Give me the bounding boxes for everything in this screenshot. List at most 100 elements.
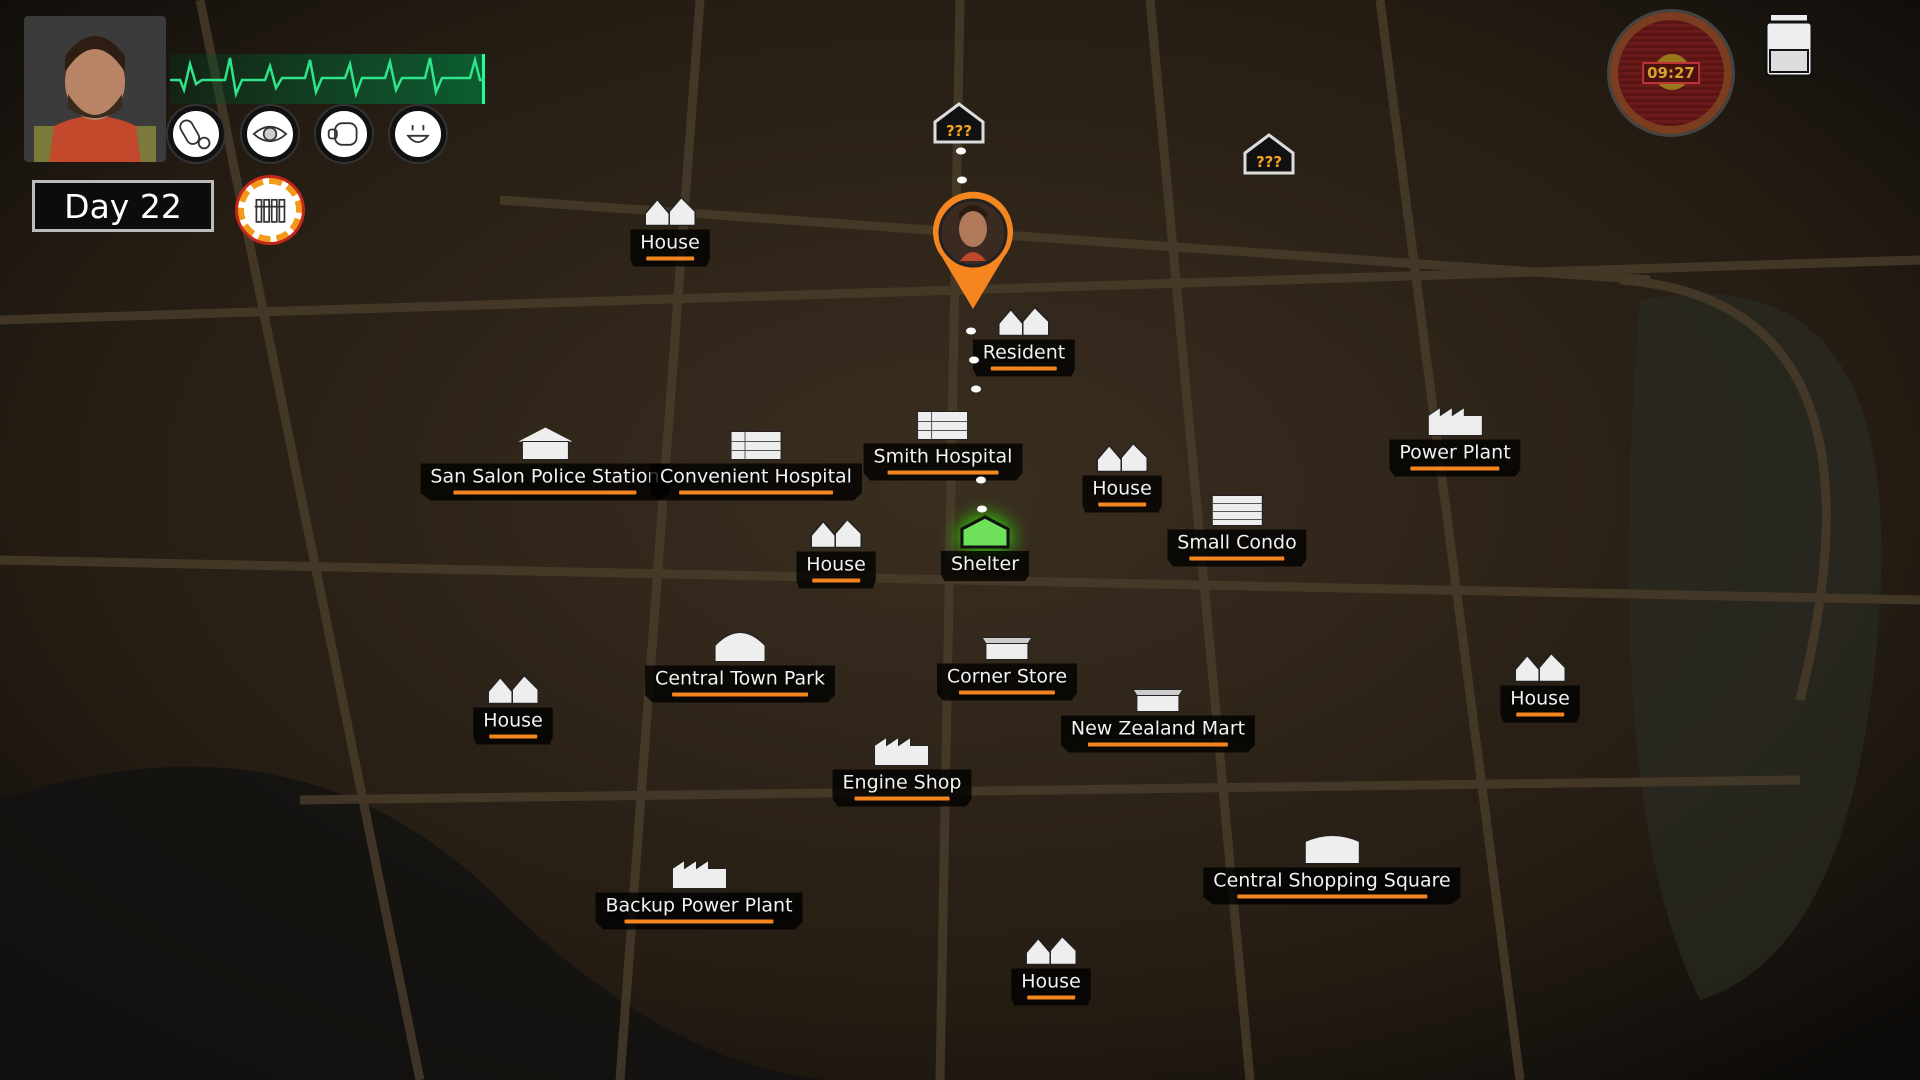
- location-label-plate: House: [473, 707, 553, 745]
- time-clock[interactable]: 09:27: [1610, 12, 1732, 134]
- map-location-small-condo[interactable]: Small Condo: [1167, 490, 1307, 567]
- eye-icon: [252, 125, 288, 143]
- location-label-plate: Corner Store: [936, 663, 1078, 701]
- map-location-central-town-park[interactable]: Central Town Park: [645, 626, 835, 703]
- location-underline: [646, 256, 694, 261]
- backpack-button[interactable]: [1762, 10, 1816, 78]
- store-icon: [981, 637, 1033, 660]
- location-underline: [672, 692, 808, 697]
- player-location-pin[interactable]: [928, 191, 1018, 311]
- map-location-backup-power-plant[interactable]: Backup Power Plant: [595, 853, 803, 930]
- location-label: Engine Shop: [842, 771, 962, 794]
- shelter-icon: [960, 515, 1010, 549]
- backpack-icon: [1764, 13, 1814, 78]
- park-icon: [714, 632, 766, 662]
- location-label: House: [483, 709, 543, 732]
- location-label-plate: House: [796, 551, 876, 589]
- location-underline: [1027, 995, 1075, 1000]
- location-label: House: [1510, 687, 1570, 710]
- path-dot: [966, 327, 976, 335]
- location-label-plate: Convenient Hospital: [650, 463, 862, 501]
- location-label-plate: House: [1500, 685, 1580, 723]
- map-location-new-zealand-mart[interactable]: New Zealand Mart: [1060, 676, 1256, 753]
- location-label: Corner Store: [946, 665, 1068, 688]
- location-underline: [812, 578, 860, 583]
- location-label-plate: Power Plant: [1389, 439, 1521, 477]
- house-icon: [810, 518, 862, 549]
- location-label: Smith Hospital: [873, 445, 1013, 468]
- pill-icon: [179, 119, 211, 150]
- location-underline: [1516, 712, 1564, 717]
- ecg-line: [170, 55, 485, 99]
- map-location-house[interactable]: House: [1082, 436, 1162, 513]
- location-underline: [854, 796, 950, 801]
- location-label: Resident: [982, 341, 1066, 364]
- location-label-plate: New Zealand Mart: [1060, 715, 1256, 753]
- map-location-central-shopping-square[interactable]: Central Shopping Square: [1203, 828, 1461, 905]
- house-icon: [1514, 652, 1566, 683]
- map-location-convenient-hospital[interactable]: Convenient Hospital: [650, 424, 862, 501]
- location-underline: [624, 919, 774, 924]
- hunger-status-button[interactable]: [316, 106, 372, 162]
- map-location-house[interactable]: House: [1500, 646, 1580, 723]
- day-counter: Day 22: [32, 180, 214, 232]
- location-label: San Salon Police Station: [430, 465, 660, 488]
- location-underline: [1410, 466, 1500, 471]
- map-location-house[interactable]: House: [473, 668, 553, 745]
- player-pin-icon: [933, 191, 1013, 309]
- health-status-button[interactable]: [168, 106, 224, 162]
- location-label: Shelter: [950, 553, 1020, 575]
- map-location-resident[interactable]: Resident: [972, 300, 1076, 377]
- house-icon: [1025, 935, 1077, 966]
- factory-icon: [874, 736, 930, 766]
- police-station-icon: [517, 427, 572, 460]
- location-label: House: [1021, 970, 1081, 993]
- location-label-plate: Resident: [972, 339, 1076, 377]
- house-icon: [487, 674, 539, 705]
- unknown-location-marker[interactable]: ???: [931, 100, 987, 144]
- map-location-power-plant[interactable]: Power Plant: [1389, 400, 1521, 477]
- map-location-san-salon-police-station[interactable]: San Salon Police Station: [420, 424, 670, 501]
- location-label: Power Plant: [1399, 441, 1511, 464]
- smile-icon: [406, 125, 430, 143]
- location-label: Central Shopping Square: [1213, 869, 1451, 892]
- map-location-house[interactable]: House: [1011, 929, 1091, 1006]
- map-location-shelter[interactable]: Shelter: [940, 511, 1030, 581]
- skill-button[interactable]: [238, 178, 302, 242]
- location-underline: [958, 690, 1056, 695]
- location-label-plate: Smith Hospital: [863, 443, 1023, 481]
- location-underline: [991, 366, 1057, 371]
- location-label: House: [640, 231, 700, 254]
- path-dot: [976, 476, 986, 484]
- map-location-smith-hospital[interactable]: Smith Hospital: [863, 404, 1023, 481]
- factory-icon: [1427, 406, 1483, 436]
- mall-icon: [1304, 835, 1360, 864]
- unknown-house-icon: ???: [933, 102, 985, 144]
- hospital-icon: [917, 411, 969, 440]
- location-label-plate: Central Town Park: [645, 665, 835, 703]
- location-label-plate: Engine Shop: [832, 769, 972, 807]
- path-dot: [971, 385, 981, 393]
- location-label: Small Condo: [1177, 531, 1297, 554]
- mood-status-button[interactable]: [390, 106, 446, 162]
- map-location-house[interactable]: House: [630, 190, 710, 267]
- character-portrait[interactable]: [24, 16, 166, 162]
- map-location-corner-store[interactable]: Corner Store: [936, 624, 1078, 701]
- sleep-status-button[interactable]: [242, 106, 298, 162]
- unknown-location-marker[interactable]: ???: [1241, 131, 1297, 175]
- clock-time: 09:27: [1642, 62, 1700, 84]
- location-label-plate: Central Shopping Square: [1203, 867, 1461, 905]
- factory-icon: [671, 859, 727, 889]
- location-label: Convenient Hospital: [660, 465, 852, 488]
- map-location-house[interactable]: House: [796, 512, 876, 589]
- location-label: Central Town Park: [655, 667, 825, 690]
- location-underline: [679, 490, 833, 495]
- svg-text:???: ???: [946, 122, 972, 140]
- location-label-plate: Shelter: [940, 551, 1030, 581]
- location-label-plate: Backup Power Plant: [595, 892, 803, 930]
- location-label-plate: Small Condo: [1167, 529, 1307, 567]
- stomach-icon: [327, 122, 358, 146]
- location-label: Backup Power Plant: [605, 894, 793, 917]
- location-label: House: [806, 553, 866, 576]
- map-location-engine-shop[interactable]: Engine Shop: [832, 730, 972, 807]
